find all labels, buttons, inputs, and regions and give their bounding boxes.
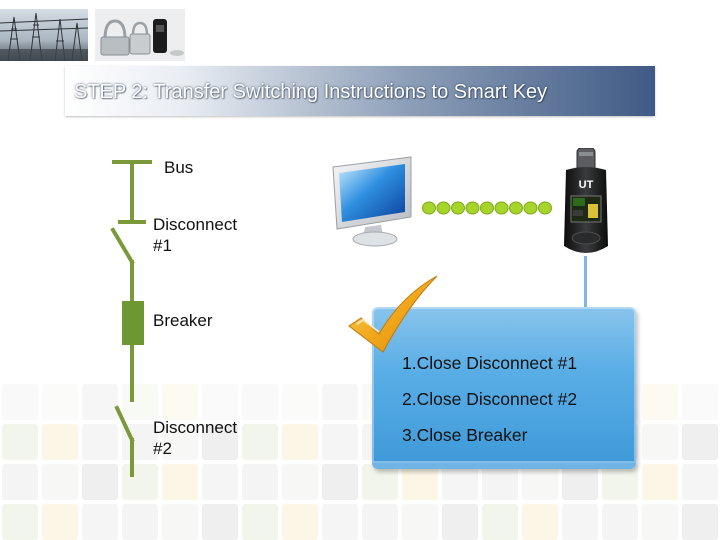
link-dot [451, 201, 465, 215]
background-tile [122, 504, 158, 540]
background-tile [322, 424, 358, 460]
background-tile [562, 504, 598, 540]
background-tile [682, 384, 718, 420]
background-tile [2, 384, 38, 420]
link-dot [422, 201, 436, 215]
link-dot [465, 201, 480, 215]
locks-photo [95, 9, 185, 61]
background-tile [482, 464, 518, 500]
background-tile [682, 424, 718, 460]
background-tile [322, 504, 358, 540]
background-tile [202, 504, 238, 540]
background-tile [42, 464, 78, 500]
background-tile [442, 464, 478, 500]
background-tile [602, 464, 638, 500]
smart-key-brand: UT [579, 179, 594, 191]
background-tile [642, 424, 678, 460]
link-dot [436, 201, 451, 215]
background-tile [42, 424, 78, 460]
background-tile [242, 424, 278, 460]
background-tile [282, 464, 318, 500]
switching-diagram [110, 160, 152, 477]
background-tile-pattern [0, 380, 720, 540]
background-tile [282, 504, 318, 540]
disconnect-1-label: Disconnect #1 [153, 214, 237, 256]
background-tile [642, 384, 678, 420]
link-dot [523, 201, 538, 215]
background-tile [362, 464, 398, 500]
background-tile [82, 384, 118, 420]
background-tile [602, 504, 638, 540]
background-tile [522, 504, 558, 540]
smart-key-device-icon: UT [564, 148, 608, 253]
background-tile [282, 424, 318, 460]
background-tile [642, 504, 678, 540]
checkmark-icon [348, 275, 438, 353]
background-tile [42, 504, 78, 540]
background-tile [82, 464, 118, 500]
background-tile [642, 464, 678, 500]
background-tile [242, 504, 278, 540]
background-tile [282, 384, 318, 420]
background-tile [2, 504, 38, 540]
instruction-step-2: 2.Close Disconnect #2 [402, 389, 578, 409]
instruction-panel: 1.Close Disconnect #1 2.Close Disconnect… [372, 307, 636, 469]
transfer-link-dots [422, 201, 552, 215]
background-tile [522, 464, 558, 500]
disconnect-2-label: Disconnect #2 [153, 417, 237, 459]
background-tile [442, 504, 478, 540]
background-tile [82, 424, 118, 460]
link-dot [494, 201, 509, 215]
background-tile [122, 384, 158, 420]
background-tile [682, 504, 718, 540]
background-tile [202, 464, 238, 500]
disconnect-1-blade [110, 227, 135, 265]
breaker-label: Breaker [153, 311, 213, 330]
background-tile [322, 384, 358, 420]
background-tile [402, 464, 438, 500]
disconnect-1-label-line1: Disconnect [153, 215, 238, 234]
background-tile [162, 384, 198, 420]
background-tile [162, 424, 198, 460]
background-tile [242, 464, 278, 500]
background-tile [482, 504, 518, 540]
instruction-step-3: 3.Close Breaker [402, 425, 528, 445]
key-connector-line [584, 256, 587, 308]
link-dot [538, 201, 552, 215]
background-tile [2, 464, 38, 500]
background-tile [202, 384, 238, 420]
link-dot [480, 201, 494, 215]
background-tile [162, 504, 198, 540]
background-tile [42, 384, 78, 420]
breaker-symbol [122, 301, 144, 345]
background-tile [402, 504, 438, 540]
page-title: STEP 2: Transfer Switching Instructions … [74, 81, 548, 103]
disconnect-2-blade [114, 405, 135, 443]
background-tile [82, 504, 118, 540]
background-tile [2, 424, 38, 460]
substation-photo [0, 9, 88, 61]
instruction-step-1: 1.Close Disconnect #1 [402, 353, 578, 373]
title-banner: STEP 2: Transfer Switching Instructions … [65, 66, 655, 116]
disconnect-2-label-line2: #2 [153, 439, 172, 458]
link-dot [509, 201, 523, 215]
background-tile [562, 464, 598, 500]
background-tile [682, 464, 718, 500]
disconnect-2-label-line1: Disconnect [153, 418, 238, 437]
background-tile [242, 384, 278, 420]
bus-label: Bus [164, 158, 194, 177]
background-tile [122, 464, 158, 500]
disconnect-1-label-line2: #1 [153, 236, 172, 255]
background-tile [362, 504, 398, 540]
background-tile [322, 464, 358, 500]
computer-monitor-icon [332, 156, 412, 247]
background-tile [202, 424, 238, 460]
background-tile [162, 464, 198, 500]
